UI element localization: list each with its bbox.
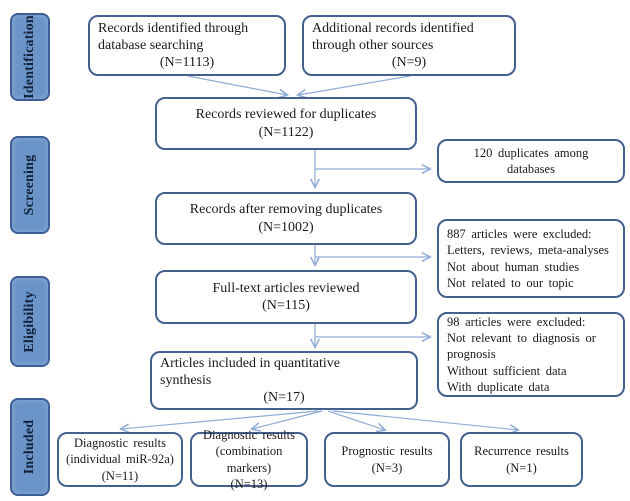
box-text: Full-text articles reviewed: [212, 280, 360, 296]
result-text: Prognostic results: [341, 444, 433, 459]
arrow-included-to-result4-icon: [332, 410, 518, 430]
box-count: (N=1002): [258, 219, 314, 235]
box-result-recurrence: Recurrence results (N=1): [460, 432, 583, 487]
arrow-included-to-result3-icon: [327, 410, 385, 430]
box-count: (N=1122): [258, 124, 314, 140]
result-count: (N=13): [230, 476, 268, 491]
box-result-diagnostic-combination: Diagnostic results (combination markers)…: [190, 428, 308, 491]
box-text: Records reviewed for duplicates: [195, 107, 377, 123]
stage-screening-label: Screening: [22, 154, 37, 216]
box-count: (N=9): [391, 55, 427, 71]
arrow-db-to-review-icon: [187, 75, 287, 95]
result-count: (N=3): [371, 460, 403, 475]
stage-eligibility: Eligibility: [10, 276, 50, 367]
stage-included-label: Included: [22, 419, 37, 475]
stage-identification: Identification: [10, 13, 50, 101]
result-text: Diagnostic results (combination markers): [203, 428, 295, 475]
note-excluded-887: 887 articles were excluded: Letters, rev…: [437, 219, 625, 298]
note-excluded-98: 98 articles were excluded: Not relevant …: [437, 312, 625, 397]
stage-included: Included: [10, 398, 50, 496]
stage-screening: Screening: [10, 136, 50, 234]
box-included-quantitative: Articles included in quantitative synthe…: [150, 351, 418, 410]
box-result-prognostic: Prognostic results (N=3): [324, 432, 450, 487]
box-additional-records: Additional records identified through ot…: [302, 15, 516, 76]
box-count: (N=115): [262, 298, 310, 313]
result-text: Diagnostic results (individual miR-92a): [66, 436, 174, 467]
arrow-sources-to-review-icon: [298, 75, 411, 95]
stage-eligibility-label: Eligibility: [22, 290, 37, 353]
box-records-reviewed-duplicates: Records reviewed for duplicates (N=1122): [155, 97, 417, 150]
box-count: (N=1113): [159, 55, 215, 71]
box-records-database-searching: Records identified through database sear…: [88, 15, 286, 76]
box-text: Records after removing duplicates: [189, 202, 383, 218]
stage-identification-label: Identification: [22, 15, 37, 99]
box-records-after-removing: Records after removing duplicates (N=100…: [155, 192, 417, 245]
note-duplicates: 120 duplicates among databases: [437, 139, 625, 183]
box-result-diagnostic-individual: Diagnostic results (individual miR-92a) …: [57, 432, 183, 487]
box-text: Articles included in quantitative synthe…: [160, 355, 341, 388]
box-fulltext-reviewed: Full-text articles reviewed (N=115): [155, 270, 417, 324]
note-text: 120 duplicates among databases: [473, 145, 589, 176]
result-count: (N=11): [101, 468, 139, 483]
box-text: Records identified through database sear…: [98, 20, 249, 53]
result-text: Recurrence results: [474, 444, 569, 459]
note-text: 887 articles were excluded: Letters, rev…: [447, 227, 609, 290]
result-count: (N=1): [506, 460, 537, 475]
note-text: 98 articles were excluded: Not relevant …: [447, 314, 596, 394]
box-text: Additional records identified through ot…: [312, 20, 474, 53]
box-count: (N=17): [263, 390, 305, 406]
